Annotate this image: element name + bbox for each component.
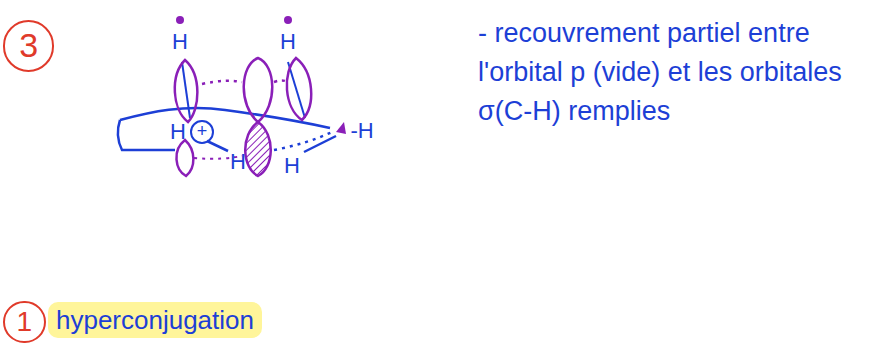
- electron-dot: [176, 16, 184, 24]
- highlight-band: hyperconjugation: [48, 302, 262, 339]
- atom-label: H: [284, 154, 300, 178]
- c-h-bond: [288, 62, 305, 118]
- atom-label: H: [230, 150, 246, 174]
- ring-bond: [118, 120, 175, 150]
- note-text: - recouvrement partiel entre l'orbital p…: [478, 14, 863, 131]
- node-text: +: [197, 122, 208, 142]
- sigma-orbital: [175, 60, 198, 122]
- overlap-line: [274, 81, 288, 83]
- electron-dot: [284, 16, 292, 24]
- overlap-line: [274, 132, 332, 150]
- callout-number: 1: [3, 301, 46, 344]
- p-orbital: [245, 122, 271, 176]
- callout-number: 3: [3, 20, 54, 71]
- sigma-orbital: [176, 140, 193, 176]
- node-text: 3: [19, 27, 38, 64]
- c-h-bond: [304, 136, 336, 152]
- node-text: 1: [17, 307, 33, 338]
- p-orbital: [244, 58, 273, 122]
- atom-label: H: [280, 30, 296, 54]
- atom-label: H: [172, 30, 188, 54]
- orbital-mark: [336, 122, 346, 134]
- c-h-bond: [207, 141, 228, 151]
- atom-label: H: [170, 120, 186, 144]
- sigma-orbital: [287, 58, 311, 120]
- atom-label: -H: [350, 119, 373, 143]
- c-h-bond: [182, 62, 190, 118]
- term-text: hyperconjugation: [56, 306, 254, 335]
- overlap-line: [202, 81, 242, 84]
- charge-symbol: +: [190, 120, 214, 144]
